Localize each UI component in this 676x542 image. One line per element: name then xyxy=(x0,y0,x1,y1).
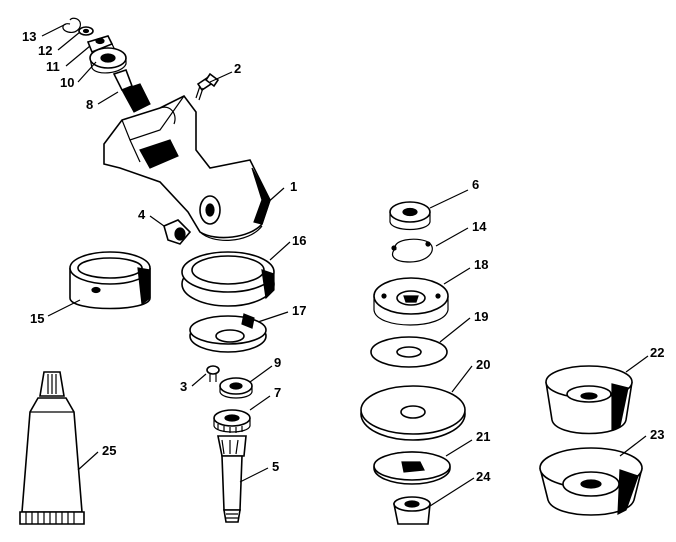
part-13-circlip xyxy=(62,17,81,33)
label-15: 15 xyxy=(30,311,45,326)
label-5: 5 xyxy=(272,459,280,474)
label-16: 16 xyxy=(292,233,307,248)
part-7-gear xyxy=(213,409,251,433)
label-11: 11 xyxy=(46,59,60,74)
part-3-screw xyxy=(206,365,220,382)
part-4-plug xyxy=(163,219,192,245)
label-1: 1 xyxy=(290,179,298,194)
label-24: 24 xyxy=(476,469,491,484)
part-10-bearing xyxy=(89,47,127,74)
label-12: 12 xyxy=(38,43,53,58)
part-8-pinion xyxy=(112,68,151,113)
part-16-collar xyxy=(181,251,275,307)
part-17-plate xyxy=(189,313,267,353)
label-6: 6 xyxy=(472,177,480,192)
part-15-sleeve xyxy=(69,251,151,310)
label-9: 9 xyxy=(274,355,282,370)
label-22: 22 xyxy=(650,345,665,360)
part-23-bowl xyxy=(539,447,643,516)
label-7: 7 xyxy=(274,385,282,400)
label-10: 10 xyxy=(60,75,75,90)
label-18: 18 xyxy=(474,257,489,272)
label-14: 14 xyxy=(472,219,487,234)
part-22-cup xyxy=(545,365,633,435)
part-25-grease-tube xyxy=(19,371,85,525)
part-1-gear-housing xyxy=(103,94,271,241)
label-8: 8 xyxy=(86,97,94,112)
part-2-screw xyxy=(195,72,220,101)
label-19: 19 xyxy=(474,309,489,324)
part-18-thrust-plate xyxy=(373,277,449,326)
part-21-guard-washer xyxy=(373,451,451,485)
part-24-mowing-head-nut xyxy=(393,496,431,525)
label-20: 20 xyxy=(476,357,491,372)
part-20-cover-plate xyxy=(360,385,466,441)
label-17: 17 xyxy=(292,303,307,318)
part-19-washer xyxy=(370,336,448,368)
label-4: 4 xyxy=(138,207,146,222)
part-6-bearing xyxy=(389,201,431,231)
label-25: 25 xyxy=(102,443,117,458)
label-13: 13 xyxy=(22,29,37,44)
leader-lines xyxy=(41,23,649,507)
part-12-washer xyxy=(78,26,94,36)
part-5-shaft xyxy=(217,435,247,523)
part-14-snap-ring xyxy=(391,238,433,263)
label-21: 21 xyxy=(476,429,491,444)
label-2: 2 xyxy=(234,61,242,76)
label-3: 3 xyxy=(180,379,188,394)
part-9-bearing xyxy=(219,377,253,399)
label-23: 23 xyxy=(650,427,665,442)
